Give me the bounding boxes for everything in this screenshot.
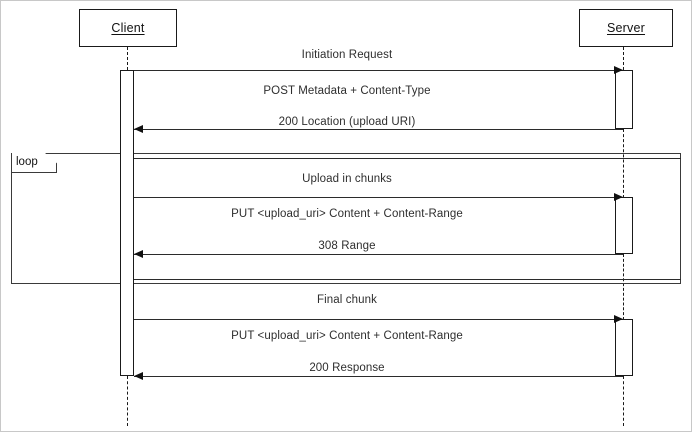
message-group-label-final-chunk: Final chunk [317, 294, 377, 306]
message-arrow-200-response[interactable] [134, 376, 623, 377]
fragment-loop-tab-edge [11, 153, 56, 172]
message-group-label-upload-chunks: Upload in chunks [302, 173, 392, 185]
arrowhead-put-chunk [614, 192, 623, 201]
message-arrow-200-location[interactable] [134, 129, 623, 130]
activation-bar-client [120, 70, 134, 376]
participant-box-client[interactable]: Client [79, 9, 177, 47]
message-label-200-response: 200 Response [309, 362, 385, 374]
message-arrow-post-metadata[interactable] [127, 70, 619, 71]
participant-box-server[interactable]: Server [579, 9, 673, 47]
lifeline-client-bottom [127, 376, 128, 426]
message-arrow-308-range[interactable] [134, 254, 623, 255]
fragment-loop-tab [11, 153, 57, 173]
separator-upload-in-chunks [134, 158, 681, 159]
message-label-200-location: 200 Location (upload URI) [278, 116, 416, 128]
arrowhead-200-response [134, 371, 143, 380]
message-label-put-final: PUT <upload_uri> Content + Content-Range [231, 330, 463, 342]
lifeline-server-mid-1 [623, 129, 624, 198]
lifeline-server-mid-2 [623, 254, 624, 320]
message-label-post-metadata: POST Metadata + Content-Type [263, 85, 431, 97]
fragment-loop-box [11, 153, 681, 284]
message-arrow-put-final[interactable] [127, 319, 619, 320]
message-arrow-put-chunk[interactable] [127, 197, 619, 198]
arrowhead-308-range [134, 249, 143, 258]
lifeline-server-bottom [623, 376, 624, 426]
lifeline-client-top [127, 47, 128, 70]
fragment-loop-operator-label: loop [16, 156, 38, 168]
activation-bar-server-chunk [615, 197, 633, 254]
arrowhead-put-final [614, 314, 623, 323]
message-label-308-range: 308 Range [318, 240, 376, 252]
arrowhead-200-location [134, 124, 143, 133]
separator-final-chunk [134, 279, 681, 280]
arrowhead-post-metadata [614, 65, 623, 74]
message-label-put-chunk: PUT <upload_uri> Content + Content-Range [231, 208, 463, 220]
activation-bar-server-final [615, 319, 633, 376]
activation-bar-server-initiation [615, 70, 633, 129]
participant-label-client: Client [111, 21, 145, 35]
lifeline-server-top [623, 47, 624, 70]
message-group-label-initiation: Initiation Request [301, 49, 393, 61]
participant-label-server: Server [606, 21, 646, 35]
